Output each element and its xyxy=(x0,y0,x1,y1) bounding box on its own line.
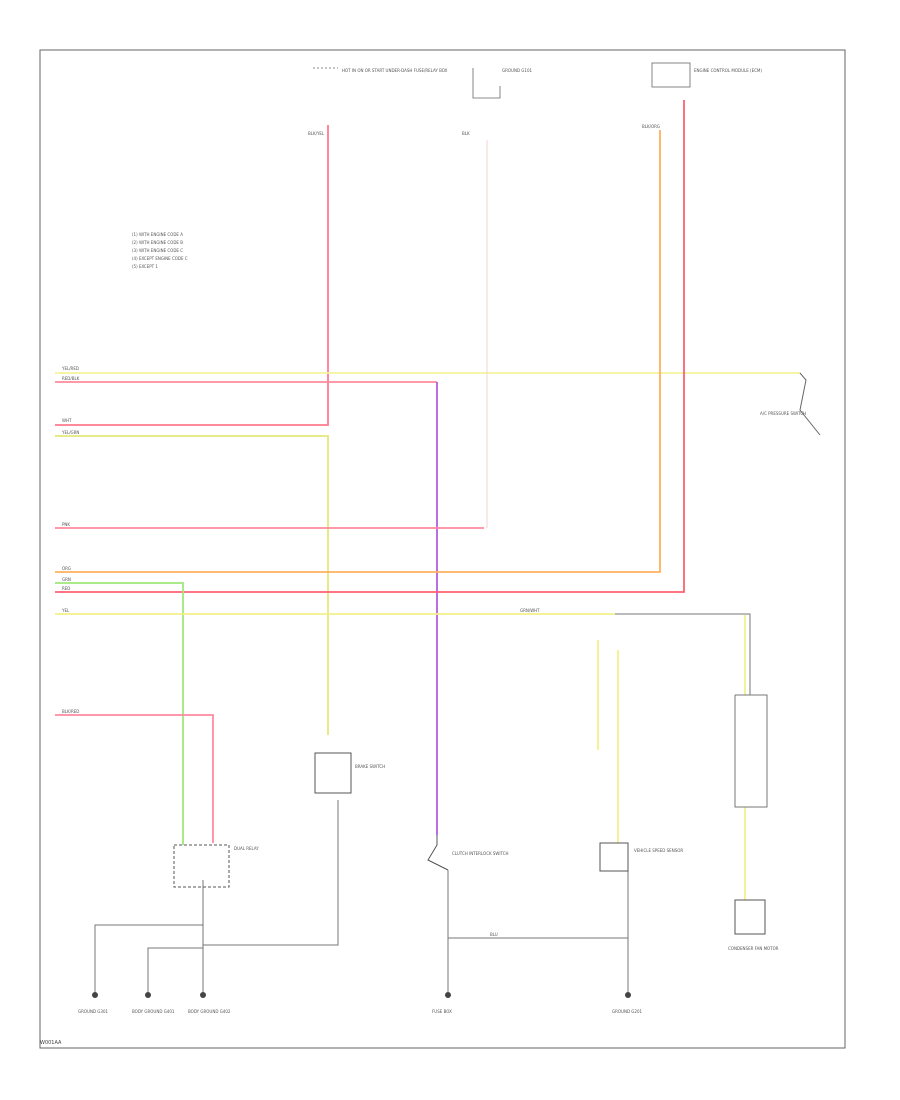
clutch-switch: CLUTCH INTERLOCK SWITCH xyxy=(427,835,509,871)
ground-top-label: GROUND G101 xyxy=(502,68,532,73)
wire-labels: YEL/RED RED/BLK WHT YEL/GRN PNK ORG GRN … xyxy=(61,124,660,937)
wire-label-org: ORG xyxy=(62,566,71,571)
ecm-label: ENGINE CONTROL MODULE (ECM) xyxy=(694,68,762,73)
brake-switch-label: BRAKE SWITCH xyxy=(355,764,385,769)
ac-switch-label: A/C PRESSURE SWITCH xyxy=(760,411,806,416)
note-1: (1) WITH ENGINE CODE A xyxy=(132,232,183,237)
speed-sensor: VEHICLE SPEED SENSOR xyxy=(599,842,683,872)
brake-switch: BRAKE SWITCH xyxy=(314,752,385,794)
wire-label-pnk: PNK xyxy=(62,522,70,527)
dual-relay: DUAL RELAY xyxy=(173,844,259,888)
note-4: (4) EXCEPT ENGINE CODE C xyxy=(132,256,188,261)
ground-wires xyxy=(94,613,768,993)
ground-left-label: GROUND G301 xyxy=(78,1009,108,1014)
wire-label-blk: BLK xyxy=(462,131,470,136)
hot-fuse-label: HOT IN ON OR START UNDER-DASH FUSE/RELAY… xyxy=(342,68,448,73)
page-code: W001AA xyxy=(40,1040,62,1046)
wires xyxy=(55,100,800,900)
wire-label-red: RED xyxy=(62,586,70,591)
condenser-label: CONDENSER FAN MOTOR xyxy=(728,946,779,951)
wire-org xyxy=(55,130,661,573)
ground-b2-label: BODY GROUND G402 xyxy=(188,1009,231,1014)
ground-top: GROUND G101 xyxy=(472,68,532,99)
dual-relay-label: DUAL RELAY xyxy=(234,846,259,851)
wire-yel-grn-1 xyxy=(55,435,329,735)
wire-label-grn-wht: GRN/WHT xyxy=(520,608,540,613)
notes-block: (1) WITH ENGINE CODE A (2) WITH ENGINE C… xyxy=(132,232,188,269)
ground-right-label: GROUND G201 xyxy=(612,1009,642,1014)
wire-red-4 xyxy=(55,714,214,843)
wire-label-blk-red: BLK/RED xyxy=(62,709,79,714)
wire-grn xyxy=(55,582,184,845)
hot-fuse-box: HOT IN ON OR START UNDER-DASH FUSE/RELAY… xyxy=(313,67,448,73)
wire-red-3 xyxy=(55,100,685,593)
ac-pressure-switch: A/C PRESSURE SWITCH xyxy=(760,372,821,436)
wire-label-blu: BLU xyxy=(490,932,498,937)
ground-mid-label: FUSE BOX xyxy=(432,1009,452,1014)
wire-label-grn: GRN xyxy=(62,577,71,582)
wire-label-red-blk: RED/BLK xyxy=(62,376,80,381)
wire-label-yel-red: YEL/RED xyxy=(61,366,79,371)
ground-b1-label: BODY GROUND G401 xyxy=(132,1009,175,1014)
note-3: (3) WITH ENGINE CODE C xyxy=(132,248,183,253)
condenser-fan-motor: CONDENSER FAN MOTOR xyxy=(728,899,779,951)
wire-red-blk-1 xyxy=(55,125,329,426)
speed-sensor-label: VEHICLE SPEED SENSOR xyxy=(634,848,683,853)
wire-label-blk-org: BLK/ORG xyxy=(642,124,660,129)
wire-label-yel: YEL xyxy=(61,608,70,613)
ecm: ENGINE CONTROL MODULE (ECM) xyxy=(651,62,762,88)
wire-label-wht: WHT xyxy=(62,418,72,423)
wire-label-yel-grn: YEL/GRN xyxy=(61,430,79,435)
wire-label-blk-yel: BLK/YEL xyxy=(308,131,325,136)
diagram-frame xyxy=(39,49,846,1049)
ground-symbols xyxy=(92,992,631,998)
note-2: (2) WITH ENGINE CODE B xyxy=(132,240,183,245)
clutch-switch-label: CLUTCH INTERLOCK SWITCH xyxy=(452,851,509,856)
ground-labels: GROUND G301 BODY GROUND G401 BODY GROUND… xyxy=(78,1009,642,1014)
note-5: (5) EXCEPT 1 xyxy=(132,264,158,269)
